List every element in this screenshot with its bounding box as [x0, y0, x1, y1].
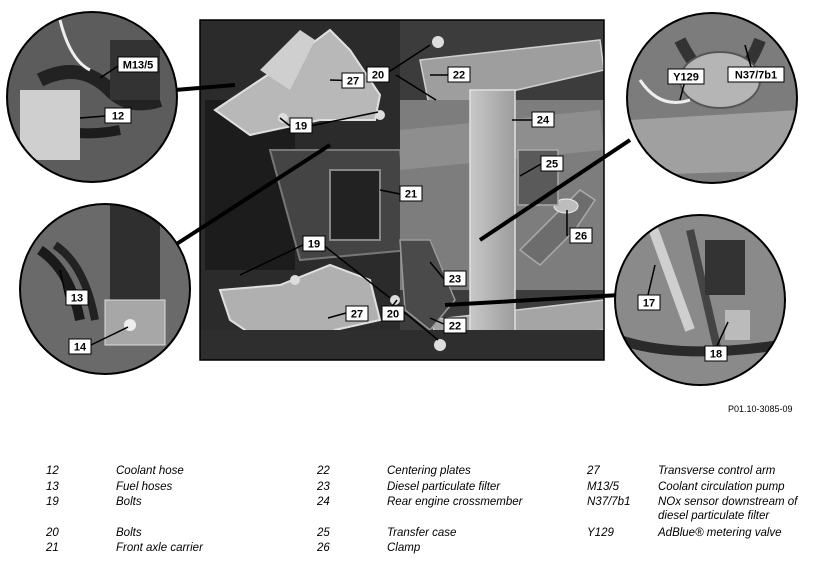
callout-y129: Y129 — [667, 68, 705, 85]
svg-text:19: 19 — [308, 239, 320, 251]
callout-27-lower: 27 — [345, 305, 369, 322]
legend-description: Clamp — [387, 542, 421, 554]
legend-number: 13 — [46, 481, 59, 493]
callout-22-lower: 22 — [443, 317, 467, 334]
svg-text:14: 14 — [74, 342, 87, 354]
legend-number: 23 — [317, 481, 330, 493]
callout-n37-7b1: N37/7b1 — [727, 66, 785, 83]
callout-m13-5: M13/5 — [117, 56, 159, 73]
svg-text:27: 27 — [351, 309, 363, 321]
detail-circle-lines — [614, 214, 786, 386]
callout-20-lower: 20 — [381, 305, 405, 322]
callout-26: 26 — [569, 227, 593, 244]
legend-number: Y129 — [587, 527, 614, 539]
svg-text:17: 17 — [643, 298, 655, 310]
legend-number: M13/5 — [587, 481, 619, 493]
legend-description: NOx sensor downstream of diesel particul… — [658, 496, 798, 522]
legend-number: 24 — [317, 496, 330, 508]
underbody-figure: M13/5 12 13 14 27 20 22 19 24 25 21 — [6, 11, 798, 386]
callout-17: 17 — [637, 294, 661, 311]
callout-24: 24 — [531, 111, 555, 128]
legend-description: Bolts — [116, 527, 142, 539]
svg-text:21: 21 — [405, 189, 417, 201]
leader-lines — [59, 44, 752, 349]
legend-number: 25 — [317, 527, 330, 539]
callout-14: 14 — [68, 338, 92, 355]
legend-description: Front axle carrier — [116, 542, 203, 554]
callout-22-upper: 22 — [447, 66, 471, 83]
legend-description: Diesel particulate filter — [387, 481, 501, 493]
legend-number: 26 — [317, 542, 330, 554]
svg-text:13: 13 — [71, 293, 83, 305]
connector-line — [173, 143, 332, 247]
detail-circle-fuel — [19, 203, 191, 375]
legend-description: Coolant circulation pump — [658, 481, 785, 493]
svg-text:27: 27 — [347, 76, 359, 88]
callout-21: 21 — [399, 185, 423, 202]
svg-text:24: 24 — [537, 115, 550, 127]
legend-number: N37/7b1 — [587, 496, 631, 508]
svg-text:23: 23 — [449, 274, 461, 286]
figure-id: P01.10-3085-09 — [728, 404, 793, 414]
legend-number: 19 — [46, 496, 59, 508]
svg-text:22: 22 — [453, 70, 465, 82]
connector-line — [478, 138, 632, 242]
legend-description: Bolts — [116, 496, 142, 508]
callout-27-upper: 27 — [341, 72, 365, 89]
svg-text:Y129: Y129 — [673, 72, 699, 84]
callout-12: 12 — [104, 107, 132, 124]
legend-description: Fuel hoses — [116, 481, 173, 493]
legend-number: 22 — [317, 465, 330, 477]
legend-description: Rear engine crossmember — [387, 496, 523, 508]
detail-circle-adblue — [626, 12, 798, 184]
connector-line — [444, 293, 621, 307]
connector-line — [174, 83, 236, 92]
callout-18: 18 — [704, 345, 728, 362]
detail-circle-coolant — [6, 11, 178, 183]
svg-text:20: 20 — [387, 309, 399, 321]
legend-number: 27 — [587, 465, 600, 477]
legend-description: Coolant hose — [116, 465, 184, 477]
svg-text:18: 18 — [710, 349, 722, 361]
callout-23: 23 — [443, 270, 467, 287]
callout-19-lower: 19 — [302, 235, 326, 252]
callout-19-upper: 19 — [289, 117, 313, 134]
legend-number: 20 — [46, 527, 59, 539]
svg-text:26: 26 — [575, 231, 587, 243]
legend-description: Centering plates — [387, 465, 471, 477]
legend-description: AdBlue® metering valve — [658, 527, 782, 539]
legend-description: Transverse control arm — [658, 465, 776, 477]
svg-text:25: 25 — [546, 159, 558, 171]
svg-text:M13/5: M13/5 — [123, 60, 154, 72]
svg-text:19: 19 — [295, 121, 307, 133]
callout-20-upper: 20 — [366, 66, 390, 83]
svg-text:N37/7b1: N37/7b1 — [735, 70, 777, 82]
callout-13: 13 — [65, 289, 89, 306]
svg-text:22: 22 — [449, 321, 461, 333]
legend-number: 21 — [46, 542, 59, 554]
legend-description: Transfer case — [387, 527, 457, 539]
svg-text:12: 12 — [112, 111, 124, 123]
legend-number: 12 — [46, 465, 59, 477]
svg-text:20: 20 — [372, 70, 384, 82]
callout-25: 25 — [540, 155, 564, 172]
